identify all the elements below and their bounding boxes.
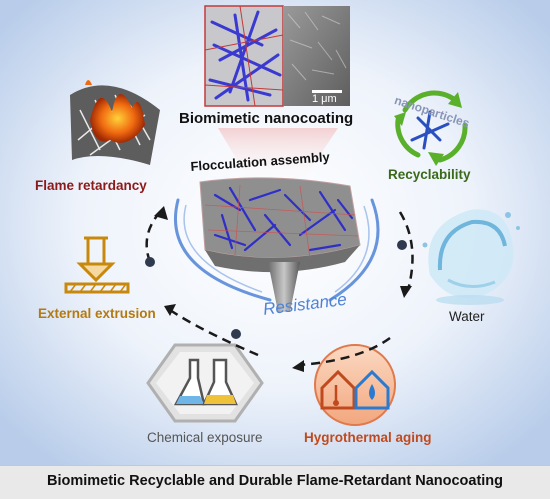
external-extrusion-label: External extrusion bbox=[38, 306, 156, 321]
biomimetic-nanocoating-label: Biomimetic nanocoating bbox=[179, 110, 354, 127]
bottom-title: Biomimetic Recyclable and Durable Flame-… bbox=[46, 473, 504, 489]
recycle-arrows-icon bbox=[394, 90, 468, 166]
bottom-title-bar bbox=[0, 465, 550, 499]
cycle-arrowheads bbox=[154, 206, 412, 372]
nanocoated-funnel bbox=[173, 177, 380, 312]
cycle-nodes bbox=[145, 240, 407, 339]
scale-bar-label: 1 μm bbox=[312, 93, 337, 105]
chemical-exposure-label: Chemical exposure bbox=[147, 430, 263, 445]
press-extrusion-icon bbox=[64, 236, 130, 294]
micrograph-image bbox=[204, 5, 350, 185]
hygro-house-icon bbox=[314, 344, 396, 426]
water-splash-icon bbox=[422, 209, 520, 305]
hygrothermal-aging-label: Hygrothermal aging bbox=[304, 430, 432, 445]
flame-retardancy-label: Flame retardancy bbox=[35, 178, 147, 193]
flask-hexagon-icon bbox=[146, 343, 264, 423]
recyclability-label: Recyclability bbox=[388, 167, 471, 182]
water-label: Water bbox=[449, 309, 485, 324]
flame-mesh-icon bbox=[70, 80, 160, 165]
